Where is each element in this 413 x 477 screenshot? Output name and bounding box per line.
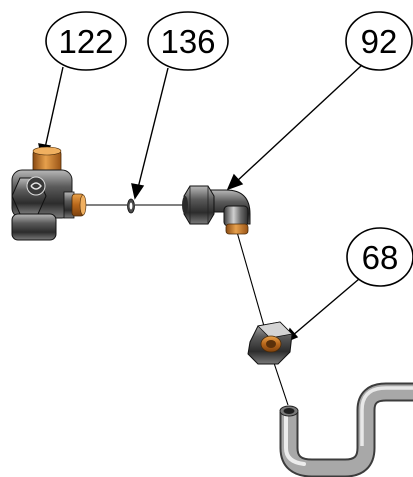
callout-92-label: 92 xyxy=(361,23,398,60)
leader-92 xyxy=(235,64,363,183)
callout-136-label: 136 xyxy=(160,23,215,60)
callout-92: 92 xyxy=(345,11,413,71)
callout-68: 68 xyxy=(346,227,413,287)
leader-122 xyxy=(44,66,64,149)
callout-122: 122 xyxy=(45,11,127,71)
washer-part-136 xyxy=(127,198,135,214)
bent-tube xyxy=(279,382,413,477)
callout-136: 136 xyxy=(147,11,229,71)
elbow-fitting-part-92 xyxy=(182,185,251,235)
assembly-axis-lines xyxy=(82,204,289,406)
leader-68 xyxy=(291,278,360,337)
callout-68-label: 68 xyxy=(362,239,399,276)
callout-122-label: 122 xyxy=(58,23,113,60)
leader-92-arrowhead xyxy=(226,173,244,191)
leader-136-arrowhead xyxy=(131,183,145,200)
valve-body-part-122 xyxy=(11,146,87,241)
leader-136 xyxy=(137,67,169,189)
hex-nut-part-68 xyxy=(247,321,293,365)
